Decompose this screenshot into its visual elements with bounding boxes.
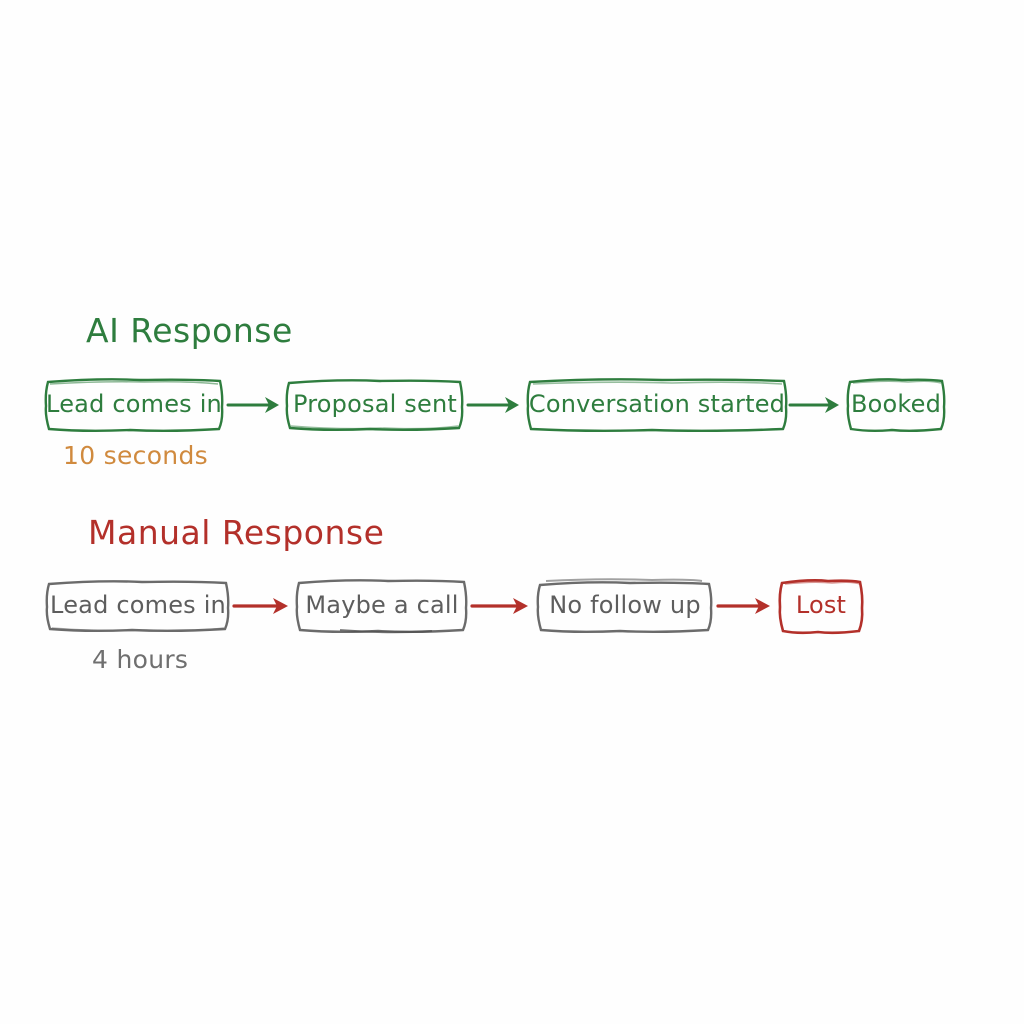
node-label: Lost xyxy=(795,591,847,619)
node-ai-proposal-sent[interactable]: Proposal sent xyxy=(285,379,464,431)
sketch-box-border xyxy=(44,378,224,432)
arrow-manual-1 xyxy=(232,598,288,614)
arrow-manual-2 xyxy=(470,598,528,614)
node-label: Booked xyxy=(850,390,942,418)
node-label: Conversation started xyxy=(528,390,786,418)
flow-row-manual-response: Lead comes in Maybe a call No follow up xyxy=(45,576,864,636)
sketch-box-border xyxy=(295,579,468,634)
sketch-box-border xyxy=(285,379,464,431)
node-manual-lost[interactable]: Lost xyxy=(778,579,864,635)
node-label: Lead comes in xyxy=(46,390,222,418)
sketch-box-border xyxy=(778,579,864,635)
sketch-box-border xyxy=(846,378,946,432)
node-ai-lead-comes-in[interactable]: Lead comes in xyxy=(44,378,224,432)
sketch-box-border xyxy=(536,578,713,633)
node-manual-maybe-a-call[interactable]: Maybe a call xyxy=(295,579,468,634)
sketch-box-border xyxy=(526,378,788,432)
node-label: Lead comes in xyxy=(50,591,226,619)
node-ai-booked[interactable]: Booked xyxy=(846,378,946,432)
arrow-ai-2 xyxy=(466,397,519,413)
node-label: No follow up xyxy=(549,591,701,619)
arrow-ai-3 xyxy=(788,397,839,413)
flow-row-ai-response: Lead comes in Proposal sent Conversation… xyxy=(44,375,946,435)
sketch-box-border xyxy=(45,580,230,632)
node-ai-conversation-started[interactable]: Conversation started xyxy=(526,378,788,432)
node-label: Maybe a call xyxy=(305,591,459,619)
arrow-ai-1 xyxy=(226,397,279,413)
arrow-manual-3 xyxy=(716,598,770,614)
caption-manual-duration: 4 hours xyxy=(92,645,189,674)
node-manual-no-follow-up[interactable]: No follow up xyxy=(536,578,714,633)
node-label: Proposal sent xyxy=(293,390,457,418)
section-heading-manual-response: Manual Response xyxy=(88,513,385,552)
node-manual-lead-comes-in[interactable]: Lead comes in xyxy=(45,580,230,632)
caption-ai-duration: 10 seconds xyxy=(63,441,208,470)
section-heading-ai-response: AI Response xyxy=(86,311,293,350)
